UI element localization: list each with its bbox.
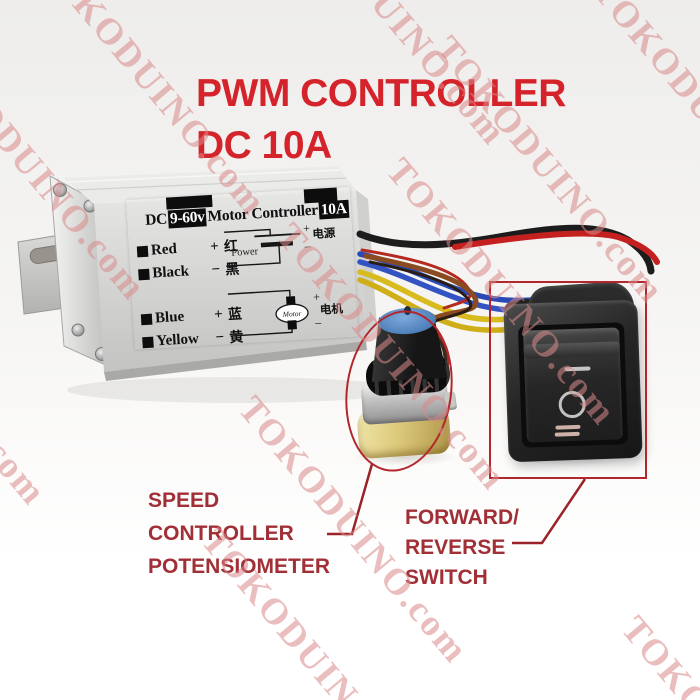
- wire-name: Blue: [154, 308, 185, 326]
- red-power-wire: [452, 230, 660, 265]
- callout-line: SWITCH: [405, 566, 488, 589]
- legend-row-red: Red + 红: [136, 235, 238, 261]
- label-voltage-range: 9-60v: [167, 208, 208, 229]
- legend-row-blue: Blue + 蓝: [140, 303, 243, 329]
- product-title: PWM CONTROLLER DC 10A: [196, 74, 566, 165]
- callout-line: CONTROLLER: [148, 522, 294, 545]
- power-cn: 电源: [312, 226, 336, 241]
- box-top-ridge: [75, 177, 347, 191]
- motor-terminal-icon: [286, 296, 296, 306]
- motor-cn: 电机: [319, 301, 343, 316]
- legend-square-icon: [142, 336, 154, 348]
- switch-callout-line: [512, 478, 587, 545]
- speed-controller-callout: SPEED CONTROLLER POTENSIOMETER: [148, 484, 330, 583]
- wire-name: Yellow: [155, 330, 200, 349]
- battery-long-plate-icon: [254, 232, 301, 238]
- power-plus: +: [303, 221, 311, 235]
- wire-polarity: +: [209, 238, 220, 255]
- forward-reverse-switch: [500, 280, 650, 474]
- legend-square-icon: [140, 313, 153, 325]
- legend-square-icon: [138, 268, 150, 280]
- callout-line: SPEED: [148, 489, 220, 512]
- power-label: Power: [231, 246, 259, 259]
- speed-potentiometer: [340, 296, 470, 476]
- forward-reverse-callout: FORWARD/ REVERSE SWITCH: [405, 503, 519, 593]
- battery-short-plate-icon: [260, 240, 293, 248]
- callout-line: FORWARD/: [405, 506, 519, 529]
- wire-name: Black: [151, 262, 190, 282]
- legend-row-black: Black − 黑: [138, 258, 240, 284]
- box-top-ridge: [67, 169, 341, 183]
- motor-terminal-icon: [287, 320, 297, 330]
- box-shadow: [67, 377, 403, 403]
- motor-plus: +: [313, 290, 321, 304]
- wire-name: Red: [150, 240, 178, 259]
- screw-icon: [71, 323, 85, 337]
- pot-knob-notch: [404, 306, 411, 315]
- wire-polarity: −: [211, 261, 221, 278]
- wiring-diagram: Power + 电源 − Motor + 电机 −: [224, 221, 344, 337]
- box-bottom-edge: [104, 341, 367, 381]
- speed-callout-line: [327, 463, 374, 536]
- title-line-2: DC 10A: [196, 124, 332, 167]
- callout-line: POTENSIOMETER: [148, 555, 331, 578]
- wire-polarity: −: [215, 328, 225, 346]
- label-dc: DC: [144, 210, 168, 229]
- callout-line: REVERSE: [405, 536, 506, 559]
- title-line-1: PWM CONTROLLER: [196, 72, 566, 115]
- power-minus: −: [304, 239, 312, 254]
- box-front-face: [94, 190, 366, 372]
- wire-polarity: +: [213, 305, 224, 323]
- motor-minus: −: [314, 316, 322, 331]
- legend-square-icon: [136, 245, 149, 257]
- screw-icon: [53, 183, 67, 197]
- switch-highlight-rect: [489, 281, 647, 479]
- box-top-face: [64, 166, 356, 204]
- motor-label: Motor: [281, 309, 301, 319]
- power-circuit: [224, 228, 301, 267]
